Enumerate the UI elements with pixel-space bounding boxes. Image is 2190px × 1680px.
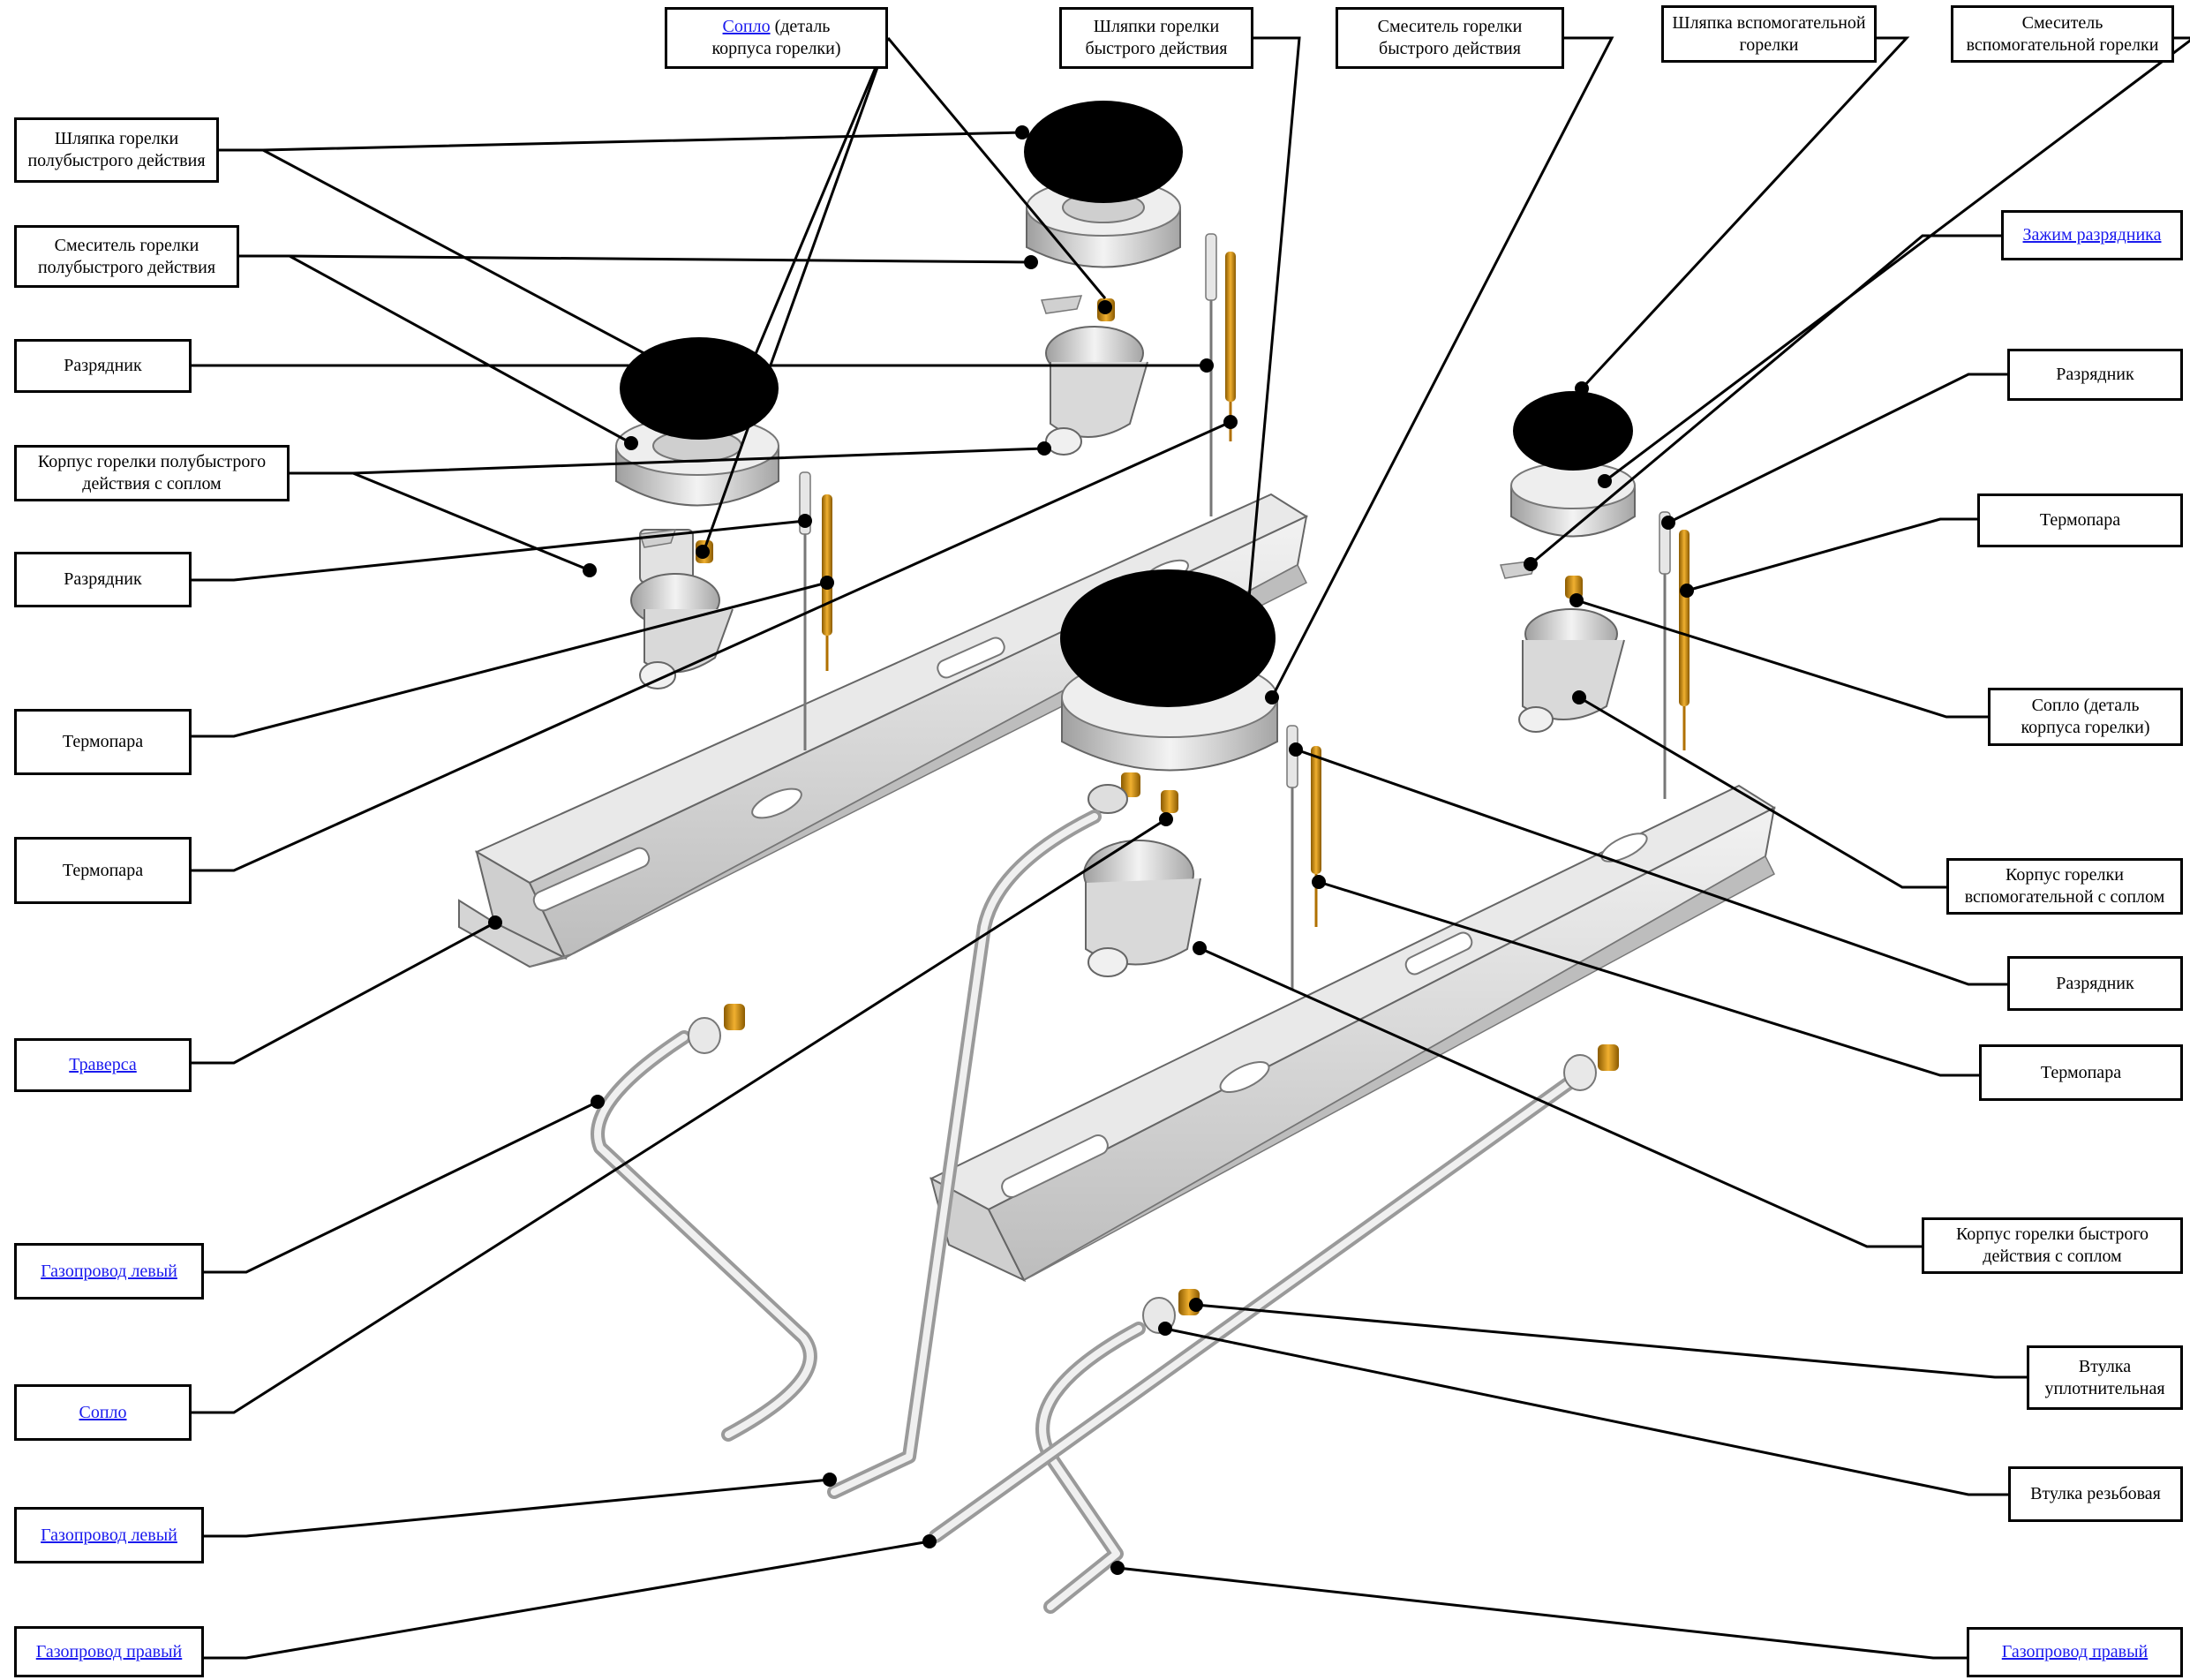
label-semi-rapid-cap: Шляпка горелки полубыстрого действия — [14, 117, 219, 183]
label-rapid-burner-caps: Шляпки горелки быстрого действия — [1059, 7, 1253, 69]
label-text: Разрядник — [64, 569, 142, 589]
label-text: вспомогательной с соплом — [1964, 887, 2165, 907]
label-text: Разрядник — [2056, 365, 2134, 384]
gas-pipe-right-link-2[interactable]: Газопровод правый — [2001, 1642, 2149, 1661]
label-rapid-burner-body: Корпус горелки быстрого действия с сопло… — [1922, 1217, 2183, 1274]
label-spark-plug-right-2: Разрядник — [2007, 956, 2183, 1011]
traverse-link[interactable]: Траверса — [69, 1055, 137, 1074]
leader-lines — [192, 36, 2190, 1660]
label-semi-rapid-mixer: Смеситель горелки полубыстрого действия — [14, 225, 239, 288]
label-text: Шляпка вспомогательной — [1672, 12, 1866, 33]
spark-clamp-link[interactable]: Зажим разрядника — [2022, 225, 2162, 245]
label-thermocouple-left-1: Термопара — [14, 709, 192, 775]
label-text: полубыстрого действия — [27, 151, 206, 170]
label-text: Смеситель горелки — [54, 235, 199, 255]
label-spark-clamp: Зажим разрядника — [2001, 210, 2183, 260]
label-aux-burner-body: Корпус горелки вспомогательной с соплом — [1946, 858, 2183, 915]
label-text: (деталь — [770, 17, 831, 36]
ignition-thermocouple-top — [1205, 233, 1236, 516]
label-text: Втулка — [2078, 1356, 2132, 1376]
label-sealing-sleeve: Втулка уплотнительная — [2027, 1345, 2183, 1410]
gas-pipe-left-link-1[interactable]: Газопровод левый — [41, 1261, 177, 1281]
ignition-thermocouple-rapid — [1286, 725, 1321, 989]
gas-pipes — [591, 810, 1619, 1614]
label-thermocouple-left-2: Термопара — [14, 837, 192, 904]
label-nozzle-burner-body-top: Сопло (деталь корпуса горелки) — [665, 7, 888, 69]
label-text: Шляпка горелки — [54, 129, 179, 148]
label-spark-plug-left-1: Разрядник — [14, 339, 192, 393]
label-text: корпуса горелки) — [2021, 718, 2150, 737]
nozzle-link[interactable]: Сопло — [722, 17, 771, 36]
burner-rapid — [1060, 569, 1278, 977]
label-text: Смеситель — [2021, 12, 2103, 33]
label-semi-rapid-body: Корпус горелки полубыстрого действия с с… — [14, 445, 290, 501]
traverse-rail-right — [929, 784, 1777, 1283]
label-text: Смеситель горелки — [1377, 17, 1523, 36]
label-text: Корпус горелки быстрого — [1955, 1224, 2149, 1244]
label-text: Сопло (деталь — [2031, 696, 2140, 715]
label-text: быстрого действия — [1085, 39, 1228, 58]
label-spark-plug-right-1: Разрядник — [2007, 349, 2183, 401]
burner-auxiliary — [1499, 391, 1636, 733]
label-text: действия с соплом — [1983, 1247, 2122, 1266]
label-text: Разрядник — [2056, 973, 2134, 993]
label-gas-pipe-left-2: Газопровод левый — [14, 1507, 204, 1563]
gas-pipe-right-link-1[interactable]: Газопровод правый — [35, 1641, 183, 1661]
label-text: уплотнительная — [2044, 1378, 2165, 1398]
label-text: Термопара — [2040, 1062, 2122, 1082]
label-text: Втулка резьбовая — [2030, 1484, 2161, 1503]
label-text: полубыстрого действия — [37, 257, 216, 277]
label-spark-plug-left-2: Разрядник — [14, 552, 192, 607]
label-rapid-burner-mixer: Смеситель горелки быстрого действия — [1336, 7, 1564, 69]
label-text: быстрого действия — [1379, 39, 1521, 58]
burner-semi-rapid-top — [1024, 101, 1183, 456]
label-text: вспомогательной горелки — [1966, 34, 2159, 55]
nozzle-link-left[interactable]: Сопло — [79, 1402, 127, 1422]
label-text: Корпус горелки полубыстрого — [37, 452, 267, 471]
label-traverse: Траверса — [14, 1038, 192, 1092]
label-threaded-sleeve: Втулка резьбовая — [2008, 1466, 2183, 1522]
label-gas-pipe-left-1: Газопровод левый — [14, 1243, 204, 1300]
ignition-thermocouple-aux — [1659, 511, 1690, 799]
label-thermocouple-right-2: Термопара — [1979, 1044, 2183, 1101]
label-text: корпуса горелки) — [711, 39, 841, 58]
label-aux-burner-mixer: Смеситель вспомогательной горелки — [1951, 5, 2174, 63]
label-gas-pipe-right-bottom-right: Газопровод правый — [1967, 1627, 2183, 1677]
label-text: Термопара — [2039, 510, 2121, 530]
label-text: Корпус горелки — [2006, 865, 2124, 885]
gas-pipe-left-link-2[interactable]: Газопровод левый — [41, 1525, 177, 1545]
label-text: горелки — [1739, 34, 1799, 55]
label-nozzle-left: Сопло — [14, 1384, 192, 1441]
label-nozzle-right: Сопло (деталь корпуса горелки) — [1988, 688, 2183, 746]
label-text: Термопара — [62, 860, 144, 880]
label-text: Шляпки горелки — [1093, 17, 1220, 36]
label-thermocouple-right-1: Термопара — [1977, 493, 2183, 547]
label-text: Разрядник — [64, 356, 142, 375]
label-text: Термопара — [62, 732, 144, 751]
label-aux-burner-cap: Шляпка вспомогательной горелки — [1661, 5, 1877, 63]
label-gas-pipe-right-bottom-left: Газопровод правый — [14, 1626, 204, 1677]
leader-dots — [488, 125, 1694, 1575]
label-text: действия с соплом — [82, 474, 222, 493]
